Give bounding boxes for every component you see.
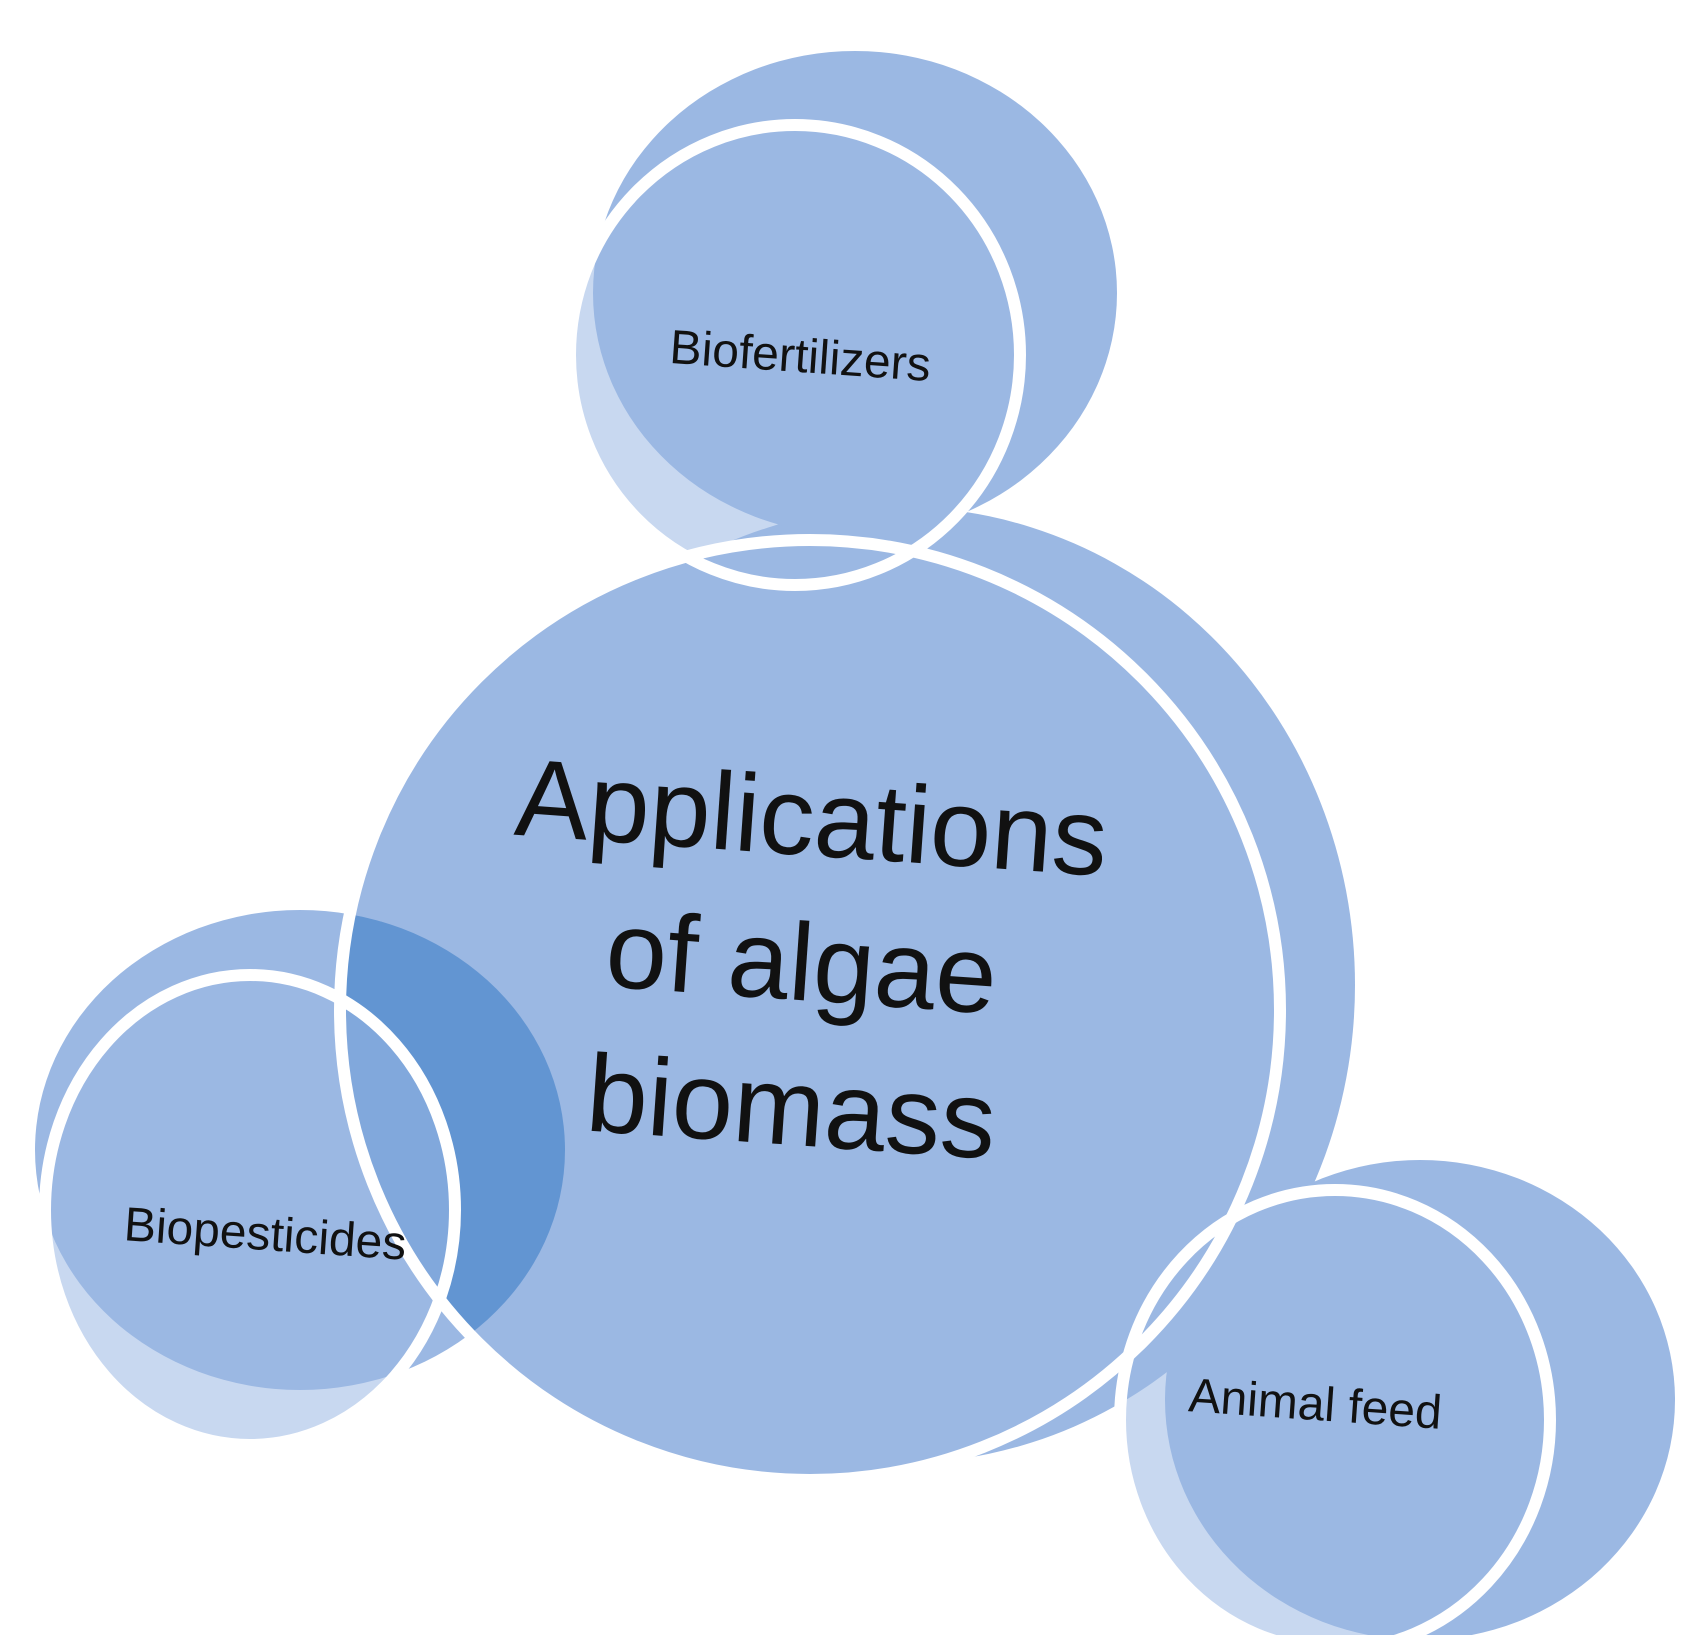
central-rim [334,534,1286,1486]
central-title-line-3: biomass [583,1032,1000,1183]
white-rims [39,119,1556,1635]
central-circle [340,540,1280,1480]
biopesticides-rim [39,969,461,1451]
animal-feed-circle [1120,1190,1550,1635]
biofertilizers-circle [570,125,1020,585]
central-title-line-2: of algae [602,888,1001,1038]
biofertilizers-rim [564,119,1026,591]
animal-feed-rim [1114,1184,1556,1635]
